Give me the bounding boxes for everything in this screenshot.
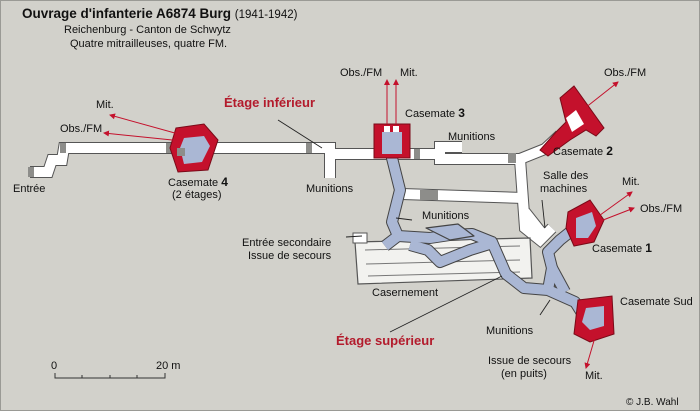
firing-arrows xyxy=(103,79,635,369)
label-obsfm-c2: Obs./FM xyxy=(604,67,647,79)
label-casemate-4: Casemate 4 xyxy=(168,176,228,190)
casemate-2 xyxy=(539,85,605,157)
label-mit-c3: Mit. xyxy=(400,67,418,79)
label-etage-superieur: Étage supérieur xyxy=(336,333,435,348)
label-issue-de-secours: Issue de secours xyxy=(248,250,332,262)
label-munitions-1: Munitions xyxy=(306,183,354,195)
casemate-2-number: 2 xyxy=(606,144,613,158)
label-munitions-4: Munitions xyxy=(486,325,534,337)
upper-level-corridors xyxy=(381,148,591,322)
label-munitions-2: Munitions xyxy=(448,131,496,143)
leader-lines xyxy=(277,119,551,333)
label-casemate-4-note: (2 étages) xyxy=(172,189,222,201)
label-entree-secondaire: Entrée secondaire xyxy=(242,237,332,249)
label-issue-puits-2: (en puits) xyxy=(501,368,547,380)
label-entree: Entrée xyxy=(13,183,46,195)
label-obsfm-c4: Obs./FM xyxy=(60,123,103,135)
casemate-3-word: Casemate xyxy=(405,108,456,120)
casemate-4-number: 4 xyxy=(221,175,228,189)
label-obsfm-c3: Obs./FM xyxy=(340,67,383,79)
label-salle-des: Salle des xyxy=(543,170,589,182)
label-casemate-3: Casemate 3 xyxy=(405,107,465,121)
casemate-1-number: 1 xyxy=(645,241,652,255)
title-years: (1941-1942) xyxy=(234,9,298,21)
label-munitions-3: Munitions xyxy=(422,210,470,222)
subtitle-location: Reichenburg - Canton de Schwytz xyxy=(64,24,231,36)
title: Ouvrage d'infanterie A6874 Burg (1941-19… xyxy=(22,6,297,23)
scale-start: 0 xyxy=(51,360,58,372)
scale-bar xyxy=(54,373,166,379)
casemate-1-word: Casemate xyxy=(592,243,643,255)
label-casemate-1: Casemate 1 xyxy=(592,242,652,256)
label-mit-c4: Mit. xyxy=(96,99,114,111)
label-mit-c1: Mit. xyxy=(622,176,640,188)
label-machines: machines xyxy=(540,183,588,195)
subtitle-armament: Quatre mitrailleuses, quatre FM. xyxy=(70,38,228,50)
casemate-2-word: Casemate xyxy=(553,146,604,158)
label-obsfm-c1: Obs./FM xyxy=(640,203,683,215)
lower-level-corridors xyxy=(28,130,565,249)
scale-end: 20 m xyxy=(156,360,181,372)
label-casernement: Casernement xyxy=(372,287,439,299)
casemate-1 xyxy=(565,199,605,247)
label-mit-sud: Mit. xyxy=(585,370,603,382)
label-casemate-2: Casemate 2 xyxy=(553,145,613,159)
casemate-3-number: 3 xyxy=(458,106,465,120)
casemate-4-word: Casemate xyxy=(168,177,219,189)
casemate-3 xyxy=(373,123,411,159)
label-casemate-sud: Casemate Sud xyxy=(620,296,693,308)
credit: © J.B. Wahl xyxy=(626,397,679,408)
label-etage-inferieur: Étage inférieur xyxy=(224,95,316,110)
casemate-sud xyxy=(573,295,615,343)
title-text: Ouvrage d'infanterie A6874 Burg xyxy=(22,6,232,21)
label-issue-puits-1: Issue de secours xyxy=(488,355,572,367)
casemate-4 xyxy=(169,123,219,173)
